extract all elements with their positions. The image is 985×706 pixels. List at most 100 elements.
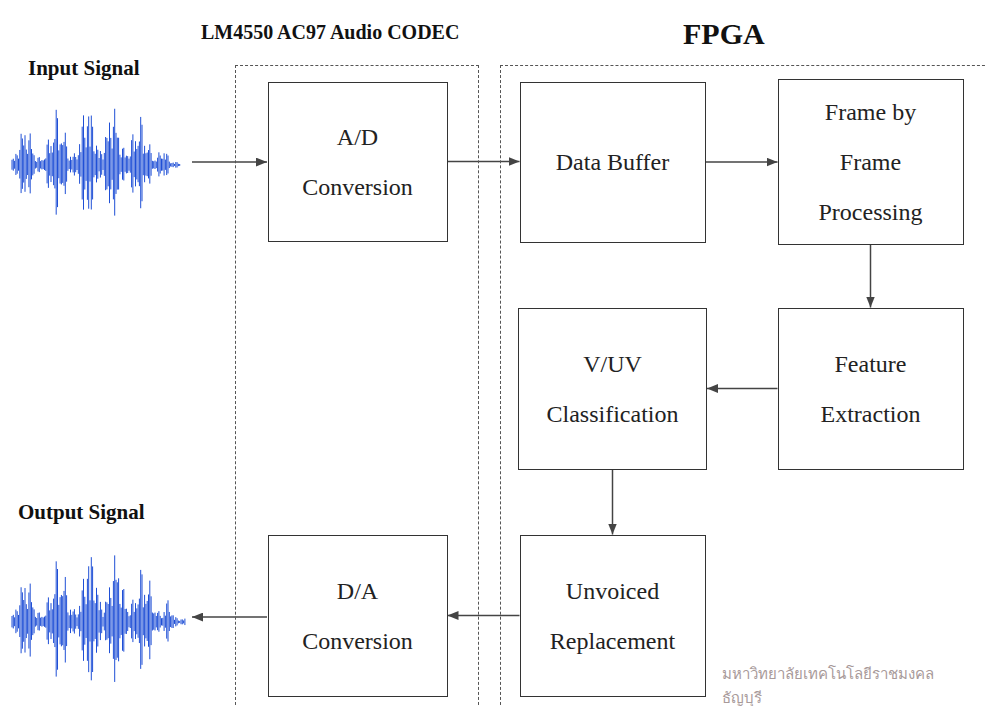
waveform-stroke [95,154,96,175]
waveform-stroke [23,600,24,642]
waveform-stroke [130,615,131,628]
waveform-stroke [64,591,65,650]
waveform-stroke [13,159,14,171]
waveform-stroke [179,621,180,623]
waveform-stroke [28,593,29,649]
waveform-stroke [53,599,54,643]
waveform-stroke [82,590,83,650]
waveform-stroke [125,157,126,171]
waveform-stroke [182,619,183,624]
waveform-stroke [34,609,35,633]
waveform-stroke [22,592,23,648]
waveform-stroke [135,603,136,639]
waveform-stroke [78,614,79,629]
waveform-stroke [34,155,35,174]
waveform-stroke [30,584,31,657]
waveform-stroke [26,604,27,638]
waveform-stroke [121,608,122,635]
waveform-stroke [161,618,162,625]
waveform-stroke [108,604,109,638]
waveform-stroke [99,610,100,632]
waveform-stroke [155,613,156,631]
waveform-stroke [153,613,154,629]
waveform-stroke [108,141,109,186]
waveform-stroke [83,115,84,209]
waveform-stroke [15,610,16,634]
waveform-stroke [47,145,48,184]
waveform-stroke [139,599,140,643]
waveform-stroke [57,569,58,670]
waveform-stroke [27,154,28,175]
waveform-stroke [125,609,126,634]
waveform-stroke [12,616,13,627]
waveform-stroke [109,587,110,653]
waveform-stroke [101,610,102,634]
waveform-stroke [38,613,39,630]
waveform-stroke [36,162,37,168]
waveform-stroke [138,604,139,637]
waveform-stroke [79,606,80,637]
waveform-stroke [175,617,176,626]
waveform-stroke [18,159,19,171]
waveform-stroke [148,150,149,178]
waveform-stroke [31,149,32,179]
waveform-stroke [123,589,124,652]
waveform-stroke [165,616,166,628]
waveform-stroke [30,133,31,193]
waveform-stroke [127,612,128,631]
waveform-stroke [132,600,133,642]
waveform-stroke [173,615,174,628]
waveform-stroke [12,160,13,170]
waveform-stroke [145,604,146,638]
waveform-stroke [51,146,52,182]
waveform-stroke [97,150,98,179]
waveform-stroke [65,577,66,663]
waveform-stroke [54,139,55,188]
waveform-stroke [23,145,24,182]
waveform-stroke [147,153,148,177]
waveform-stroke [62,596,63,645]
waveform-stroke [113,581,114,659]
waveform-stroke [39,157,40,172]
waveform-stroke [113,127,114,200]
waveform-stroke [114,555,115,682]
waveform-stroke [93,601,94,642]
waveform-stroke [153,161,154,168]
waveform-stroke [70,610,71,633]
waveform-stroke [123,148,124,181]
waveform-stroke [168,600,169,641]
process-box: Feature Extraction [778,308,964,470]
waveform-stroke [58,150,59,178]
waveform-stroke [121,157,122,171]
waveform-stroke [132,134,133,192]
waveform-stroke [127,156,128,173]
waveform-stroke [140,117,141,208]
waveform-stroke [64,142,65,186]
waveform-stroke [165,160,166,170]
waveform-stroke [71,615,72,629]
waveform-stroke [109,123,110,204]
waveform-stroke [112,149,113,180]
waveform-stroke [143,154,144,176]
waveform-stroke [77,617,78,626]
waveform-stroke [51,603,52,639]
flow-arrow [612,470,614,535]
waveform-stroke [118,578,119,661]
signal-label: Output Signal [18,500,145,525]
waveform-stroke [43,617,44,626]
waveform-stroke [67,159,68,171]
waveform-stroke [144,146,145,182]
process-box: A/D Conversion [268,82,448,242]
waveform-stroke [117,138,118,190]
waveform-stroke [156,616,157,627]
waveform-stroke [138,146,139,182]
waveform-stroke [156,162,157,169]
waveform-stroke [119,155,120,175]
waveform-stroke [91,116,92,210]
waveform-stroke [174,620,175,624]
waveform-stroke [112,606,113,636]
waveform-stroke [110,598,111,644]
waveform-stroke [75,615,76,629]
waveform-stroke [83,579,84,661]
waveform-stroke [96,588,97,653]
